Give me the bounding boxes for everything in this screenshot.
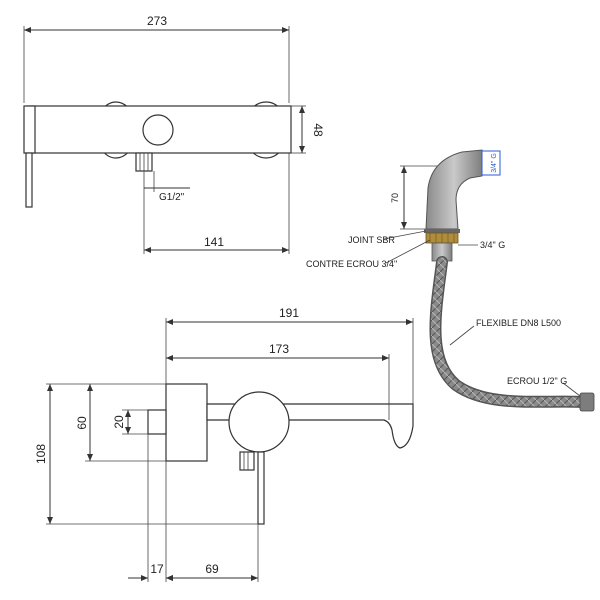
joint-washer <box>424 229 460 233</box>
outlet-thread-box <box>481 150 501 176</box>
dim-108-label: 108 <box>34 444 48 464</box>
knob <box>142 114 174 146</box>
lever-handle <box>25 152 33 208</box>
dim-273-label: 273 <box>147 14 167 28</box>
dim-141-label: 141 <box>204 235 224 249</box>
flexible-hose <box>431 257 589 407</box>
end-nut <box>579 392 595 412</box>
dim-48-label: 48 <box>311 123 325 137</box>
dim-69-label: 69 <box>205 562 219 576</box>
flexible-label: FLEXIBLE DN8 L500 <box>476 318 561 328</box>
hose-detail: 70 3/4" G JOINT SBR CONTRE ECROU 3/4" 3/… <box>306 149 595 412</box>
dim-173-label: 173 <box>269 342 289 356</box>
end-nut-label: ECROU 1/2" G <box>507 376 567 386</box>
elbow-fitting <box>425 149 483 230</box>
side-view: 191 173 108 60 20 <box>34 306 414 582</box>
joint-label: JOINT SBR <box>348 235 395 245</box>
eccentric-stub <box>147 409 167 435</box>
top-view: 273 48 G1/2" 141 <box>23 14 325 254</box>
dim-20-label: 20 <box>112 415 126 429</box>
nut-label: CONTRE ECROU 3/4" <box>306 259 397 269</box>
dim-17-label: 17 <box>150 562 164 576</box>
wall-block <box>165 383 208 462</box>
thread-label: 3/4" G <box>480 240 505 250</box>
outlet-thread-label: 3/4" G <box>491 153 498 173</box>
end-cap <box>23 105 36 154</box>
side-outlet <box>239 451 255 471</box>
dim-191-label: 191 <box>279 306 299 320</box>
dim-g12-label: G1/2" <box>159 192 185 203</box>
dim-70-label: 70 <box>390 193 400 203</box>
dim-60-label: 60 <box>75 416 89 430</box>
side-lever <box>257 451 265 525</box>
side-knob <box>228 391 290 453</box>
